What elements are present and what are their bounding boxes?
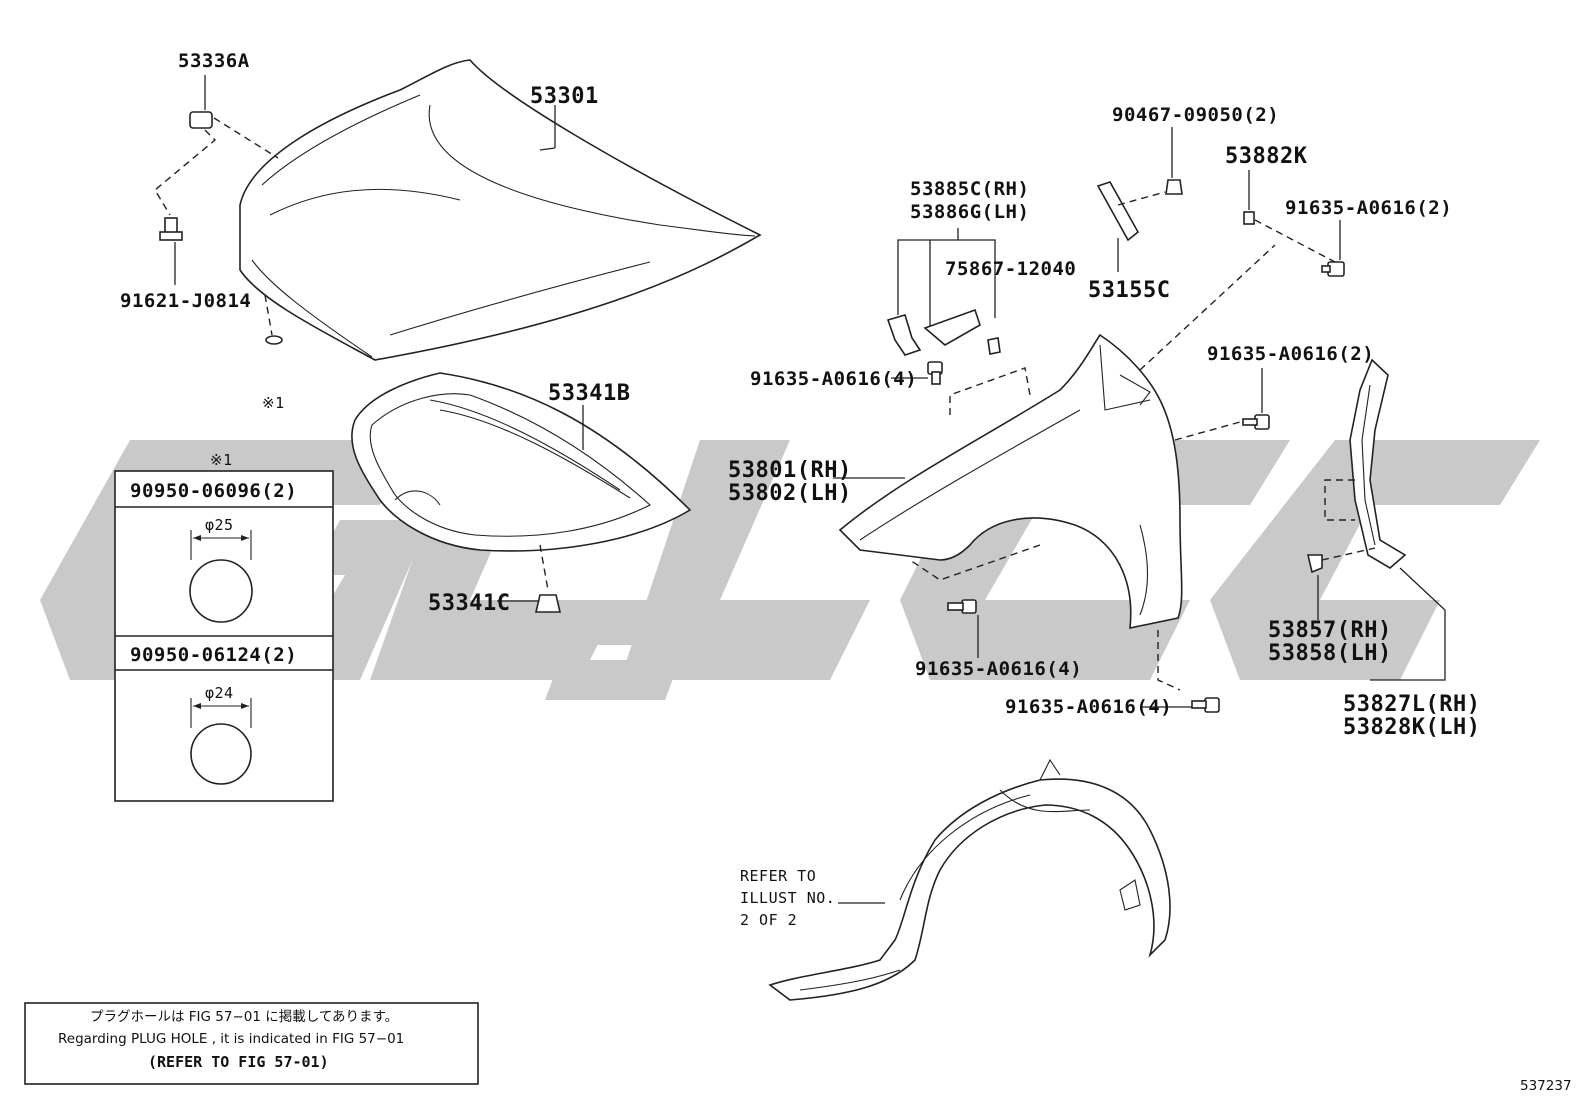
bracket-k-part [1243,170,1336,263]
label-hood-bolt: 91621-J0814 [120,290,251,312]
footnote-ref: (REFER TO FIG 57-01) [148,1053,329,1071]
fender-bolt-bottom [1140,697,1220,713]
fender-bolt-lower [947,599,979,658]
plug-table-part-1: 90950-06096(2) [130,480,297,502]
footnote-english: Regarding PLUG HOLE , it is indicated in… [58,1031,404,1047]
top-screw-part [1165,127,1183,195]
label-hood-bracket: 53336A [178,50,250,72]
label-insulator-clip: 53341C [428,591,510,616]
liner-ref-line3: 2 OF 2 [740,911,797,929]
label-protector-lh: 53858(LH) [1268,641,1392,666]
front-fender [838,333,1183,630]
label-fender-lh: 53802(LH) [728,481,852,506]
label-seal-clip: 75867-12040 [945,258,1076,280]
fender-liner [768,758,1171,1001]
label-fender-pad: 53155C [1088,278,1170,303]
plug-table-title: ※1 [210,451,233,469]
label-top-right-bolt: 91635-A0616(2) [1285,197,1452,219]
label-support-rh: 53827L(RH) [1343,692,1480,717]
label-fender-rh: 53801(RH) [728,458,852,483]
fender-pad-part [1096,181,1166,272]
label-fender-bolt-bottom: 91635-A0616(4) [1005,696,1172,718]
label-hood-insulator: 53341B [548,381,630,406]
fender-bolt-upper [891,361,943,385]
liner-ref-line2: ILLUST NO. [740,889,835,907]
footnote-box [24,1002,479,1085]
label-fender-bolt-right: 91635-A0616(2) [1207,343,1374,365]
insulator-clip-part [497,594,562,613]
hood-bolt-part [159,217,183,285]
label-top-screw: 90467-09050(2) [1112,104,1279,126]
footnote-japanese: プラグホールは FIG 57−01 に掲載してあります。 [90,1009,398,1025]
fender-protector [1306,547,1376,620]
hood-insulator [351,372,692,552]
liner-ref-line1: REFER TO [740,867,816,885]
figure-number: 537237 [1520,1078,1572,1094]
plug-table-part-2: 90950-06124(2) [130,644,297,666]
plug-table-diameter-2: φ24 [205,684,234,702]
hood [239,59,762,361]
fender-bolt-right [1242,368,1270,430]
fender-support [1324,358,1446,681]
hood-bracket-part [154,75,279,216]
label-protector-rh: 53857(RH) [1268,618,1392,643]
label-support-lh: 53828K(LH) [1343,715,1480,740]
label-seal-lh: 53886G(LH) [910,201,1029,223]
plug-table-diameter-1: φ25 [205,516,234,534]
label-plug-ref: ※1 [262,394,285,412]
label-hood: 53301 [530,84,599,109]
plug-table [114,470,334,802]
label-fender-bolt-upper: 91635-A0616(4) [750,368,917,390]
label-seal-rh: 53885C(RH) [910,178,1029,200]
fender-seal-bracket [886,228,1001,356]
label-bracket-k: 53882K [1225,144,1308,169]
label-fender-bolt-lower: 91635-A0616(4) [915,658,1082,680]
plug-hole-mark [264,294,283,345]
top-right-bolt-part [1321,220,1345,277]
